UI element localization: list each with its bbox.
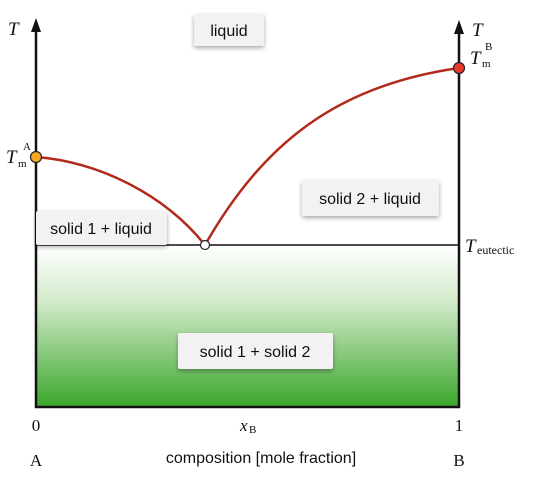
- svg-text:m: m: [18, 158, 27, 170]
- svg-text:solid 1 + liquid: solid 1 + liquid: [50, 221, 152, 238]
- svg-text:T: T: [465, 236, 477, 257]
- svg-text:A: A: [23, 141, 31, 153]
- region-solid1-solid2: solid 1 + solid 2: [178, 333, 333, 369]
- component-a-label: A: [30, 451, 43, 470]
- svg-text:T: T: [6, 147, 18, 168]
- left-t-label: T: [8, 19, 20, 40]
- svg-text:T: T: [470, 48, 482, 69]
- svg-text:eutectic: eutectic: [477, 243, 514, 257]
- svg-text:solid 1 + solid 2: solid 1 + solid 2: [200, 344, 311, 361]
- solid-region: [36, 245, 459, 407]
- eutectic-label: T eutectic: [465, 236, 514, 257]
- svg-text:B: B: [485, 41, 492, 53]
- region-liquid: liquid: [194, 14, 264, 46]
- eutectic-point-marker: [199, 239, 211, 251]
- x-tick-end: 1: [455, 416, 464, 435]
- svg-text:solid 2 + liquid: solid 2 + liquid: [319, 191, 421, 208]
- region-solid1-liquid: solid 1 + liquid: [36, 211, 167, 245]
- x-variable-label: x B: [239, 416, 256, 436]
- svg-text:x: x: [239, 416, 248, 435]
- melting-point-a-label: T m A: [6, 141, 31, 170]
- x-axis-title: composition [mole fraction]: [166, 450, 356, 467]
- melting-point-a-marker: [29, 150, 43, 164]
- liquidus-curve-a: [35, 155, 206, 246]
- region-solid2-liquid: solid 2 + liquid: [302, 180, 439, 216]
- liquidus-curve-b: [203, 66, 460, 246]
- right-t-label: T: [472, 20, 484, 41]
- svg-text:m: m: [482, 58, 491, 70]
- component-b-label: B: [453, 451, 464, 470]
- svg-text:liquid: liquid: [210, 23, 247, 40]
- right-axis-arrow-icon: [454, 20, 464, 34]
- left-axis-arrow-icon: [31, 18, 41, 32]
- x-tick-start: 0: [32, 416, 41, 435]
- melting-point-b-label: T m B: [470, 41, 492, 70]
- svg-text:B: B: [249, 424, 256, 436]
- melting-point-b-marker: [452, 61, 466, 75]
